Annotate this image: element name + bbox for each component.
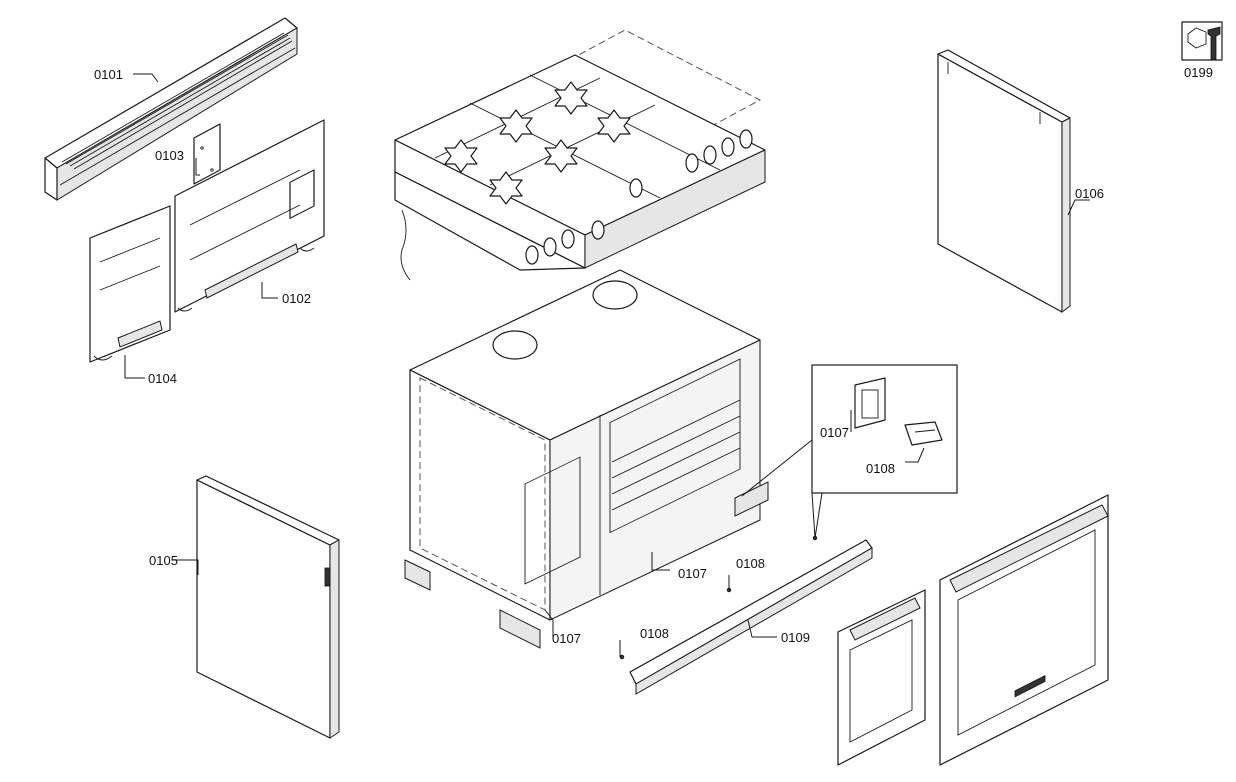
part-0108-screw-a[interactable] (812, 535, 818, 541)
detail-inset (741, 364, 958, 539)
label-0106: 0106 (1075, 186, 1104, 201)
control-knobs (525, 129, 753, 265)
part-0105-side-panel-left[interactable] (196, 475, 340, 739)
oven-racks (611, 399, 741, 511)
label-0103: 0103 (155, 148, 184, 163)
part-0109-trim-strip[interactable] (629, 539, 873, 695)
cooktop-assembly (394, 29, 766, 281)
label-0108-a: 0108 (736, 556, 765, 571)
label-0105: 0105 (149, 553, 178, 568)
leader-lines (124, 73, 1090, 657)
part-0102-rear-panel[interactable] (174, 119, 325, 313)
part-0101-backguard[interactable] (44, 17, 298, 201)
part-0108-screw-c[interactable] (619, 654, 625, 660)
label-0109: 0109 (781, 630, 810, 645)
burner-grates (444, 81, 631, 205)
part-0106-side-panel-right[interactable] (937, 49, 1071, 313)
label-0102: 0102 (282, 291, 311, 306)
label-0107-mid: 0107 (678, 566, 707, 581)
oven-body (404, 269, 769, 649)
part-0108-latch[interactable] (904, 421, 943, 446)
label-0107-low: 0107 (552, 631, 581, 646)
oven-door-large[interactable] (939, 494, 1109, 766)
label-0104: 0104 (148, 371, 177, 386)
part-0107-clip[interactable] (854, 377, 886, 429)
part-labels: 0101 0103 0102 0104 0105 0106 0107 0108 … (94, 65, 1213, 646)
convection-fans (492, 280, 638, 360)
wrench-nut-icon (1181, 21, 1223, 61)
label-0199: 0199 (1184, 65, 1213, 80)
oven-door-small[interactable] (837, 589, 926, 766)
label-0108-b: 0108 (640, 626, 669, 641)
label-0108-inset: 0108 (866, 461, 895, 476)
part-0103-bracket[interactable] (193, 123, 221, 185)
label-0101: 0101 (94, 67, 123, 82)
label-0107-inset: 0107 (820, 425, 849, 440)
part-0104-lower-panel[interactable] (89, 205, 171, 363)
